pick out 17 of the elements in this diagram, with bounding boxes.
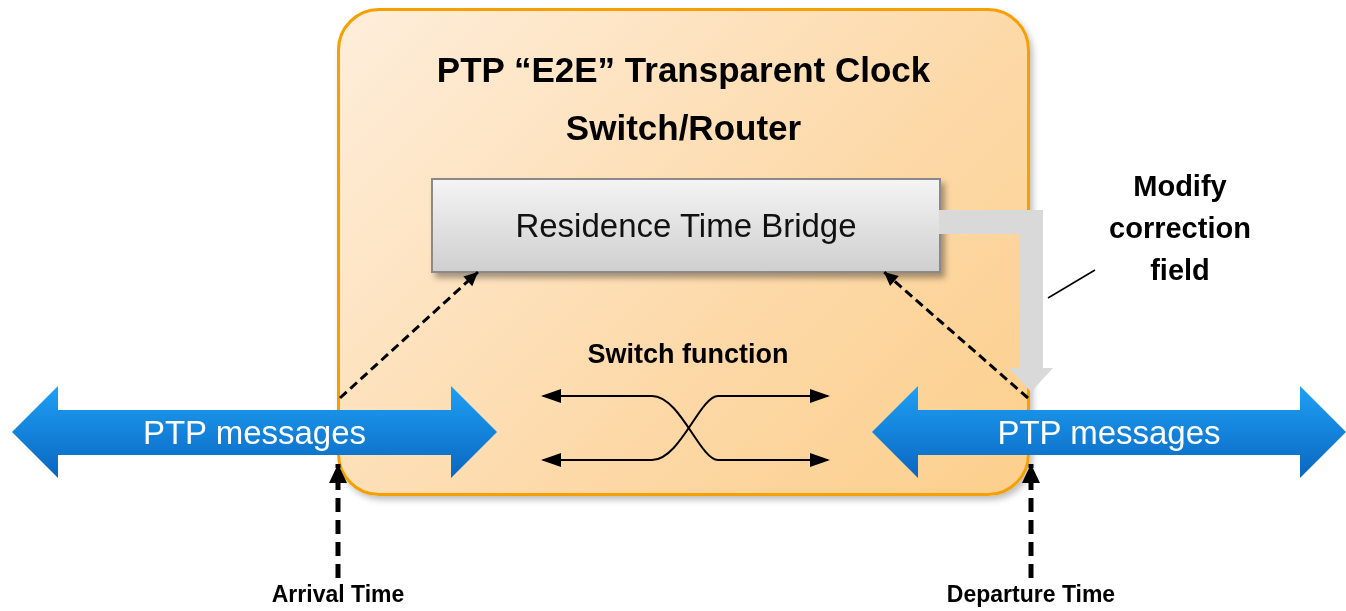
double-arrow bbox=[12, 386, 497, 478]
block-arrow bbox=[939, 210, 1053, 392]
arrow bbox=[339, 270, 479, 400]
arrow-label: PTP messages bbox=[141, 413, 368, 453]
annotation-text: Arrival Time bbox=[271, 580, 405, 610]
residence-time-bridge-box bbox=[431, 178, 941, 273]
switch-function-label: Switch function bbox=[586, 339, 790, 370]
annotation-text: Departure Time bbox=[946, 580, 1116, 610]
annotation-text: Modify correction field bbox=[1108, 168, 1252, 288]
arrow bbox=[329, 464, 347, 578]
arrow-label: PTP messages bbox=[996, 413, 1222, 453]
box-title: PTP “E2E” Transparent Clock Switch/Router bbox=[435, 49, 932, 149]
double-arrow bbox=[872, 386, 1346, 478]
arrow bbox=[883, 270, 1029, 400]
leader-line bbox=[1047, 269, 1096, 299]
box-label: Residence Time Bridge bbox=[515, 206, 857, 245]
arrow bbox=[1022, 464, 1040, 578]
